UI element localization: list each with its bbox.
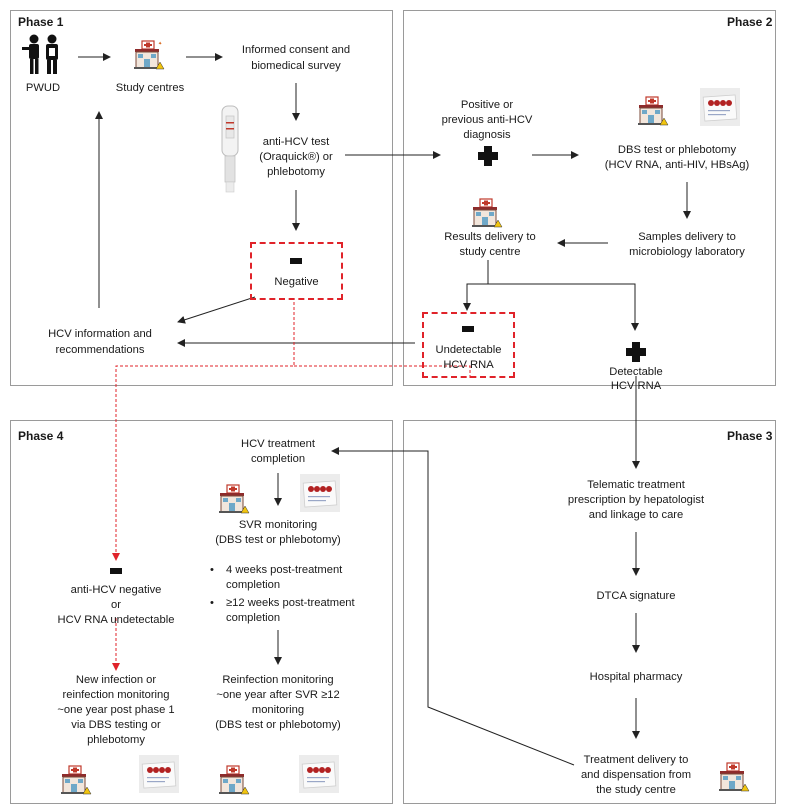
dbs-card-icon (300, 474, 340, 517)
reinf-line3: monitoring (251, 704, 305, 716)
rapid-test-icon (216, 104, 244, 199)
svr-line1: SVR monitoring (238, 519, 318, 531)
bullet1-line1: 4 weeks post-treatment (226, 564, 343, 576)
info-line2: recommendations (55, 344, 145, 356)
detectable-line2: HCV RNA (610, 380, 662, 392)
bullet-dot-2: • (210, 597, 214, 609)
detectable-line1: Detectable (609, 366, 663, 378)
dbs-card-icon (139, 755, 179, 798)
neg-line3: HCV RNA undetectable (57, 614, 175, 626)
reinf-line1: Reinfection monitoring (222, 674, 334, 686)
newinf-line4: via DBS testing or (71, 719, 161, 731)
phase1-title: Phase 1 (18, 15, 64, 29)
minus-icon (290, 258, 302, 264)
reinf-line4: (DBS test or phlebotomy) (215, 719, 341, 731)
telematic-line3: and linkage to care (588, 509, 684, 521)
study-centre-icon (471, 198, 503, 233)
delivery-line2: and dispensation from (580, 769, 692, 781)
positive-line3: diagnosis (463, 129, 511, 141)
info-line1: HCV information and (48, 328, 152, 340)
newinf-line5: phlebotomy (87, 734, 145, 746)
test-line2: (Oraquick®) or (259, 151, 333, 163)
newinf-line1: New infection or (75, 674, 157, 686)
plus-icon (626, 342, 646, 362)
neg-line2: or (111, 599, 121, 611)
samples-line1: Samples delivery to (638, 231, 736, 243)
negative-box (250, 242, 343, 300)
bullet-dot-1: • (210, 564, 214, 576)
positive-line1: Positive or (460, 99, 514, 111)
dbs-card-icon (700, 88, 740, 131)
consent-line2: biomedical survey (251, 60, 341, 72)
phase2-panel (403, 10, 776, 386)
svr-line2: (DBS test or phlebotomy) (215, 534, 341, 546)
negative-label: Negative (274, 276, 319, 288)
completion-line2: completion (250, 453, 306, 465)
minus-icon (462, 326, 474, 332)
reinf-line2: ~one year after SVR ≥12 (216, 689, 340, 701)
pwud-label: PWUD (25, 82, 61, 94)
phase2-title: Phase 2 (727, 15, 773, 29)
phase4-panel (10, 420, 393, 804)
newinf-line3: ~one year post phase 1 (57, 704, 175, 716)
telematic-line1: Telematic treatment (587, 479, 685, 491)
plus-icon (478, 146, 498, 166)
delivery-line3: the study centre (596, 784, 676, 796)
study-centre-icon (60, 765, 92, 800)
phase4-title: Phase 4 (18, 429, 64, 443)
study-centre-icon (718, 762, 750, 797)
dtca-label: DTCA signature (596, 590, 676, 602)
delivery-line1: Treatment delivery to (583, 754, 689, 766)
undetectable-box (422, 312, 515, 378)
neg-line1: anti-HCV negative (70, 584, 162, 596)
phase3-title: Phase 3 (727, 429, 773, 443)
dbs-line1: DBS test or phlebotomy (617, 144, 737, 156)
arrow-results-to-detectable (488, 283, 639, 331)
dbs-card-icon (299, 755, 339, 798)
phase3-panel (403, 420, 776, 804)
dashed-negative-to-phase4 (112, 302, 295, 561)
phase1-panel (10, 10, 393, 386)
test-line3: phlebotomy (267, 166, 325, 178)
newinf-line2: reinfection monitoring (62, 689, 170, 701)
study-centre-icon: ✦ (133, 40, 165, 75)
bullet1-line2: completion (226, 579, 281, 591)
arrow-delivery-to-completion (331, 447, 575, 766)
test-line1: anti-HCV test (262, 136, 330, 148)
completion-line1: HCV treatment (241, 438, 315, 450)
arrow-results-branch (463, 260, 489, 311)
arrow-negative-to-info (177, 296, 256, 324)
results-line2: study centre (459, 246, 521, 258)
results-line1: Results delivery to (444, 231, 536, 243)
dbs-line2: (HCV RNA, anti-HIV, HBsAg) (604, 159, 750, 171)
consent-line1: Informed consent and (241, 44, 351, 56)
positive-line2: previous anti-HCV (441, 114, 533, 126)
study-centres-label: Study centres (115, 82, 185, 94)
study-centre-icon (637, 96, 669, 131)
samples-line2: microbiology laboratory (629, 246, 745, 258)
pharmacy-label: Hospital pharmacy (589, 671, 683, 683)
undetectable-line2: HCV RNA (443, 359, 494, 371)
telematic-line2: prescription by hepatologist (567, 494, 705, 506)
undetectable-line1: Undetectable (435, 344, 502, 356)
study-centre-icon (218, 484, 250, 519)
study-centre-icon (218, 765, 250, 800)
dashed-undetectable-to-phase4 (294, 365, 471, 378)
people-icon (22, 33, 64, 80)
minus-icon (110, 568, 122, 574)
svg-text:✦: ✦ (158, 41, 162, 47)
bullet2-line1: ≥12 weeks post-treatment (226, 597, 355, 609)
bullet2-line2: completion (226, 612, 281, 624)
